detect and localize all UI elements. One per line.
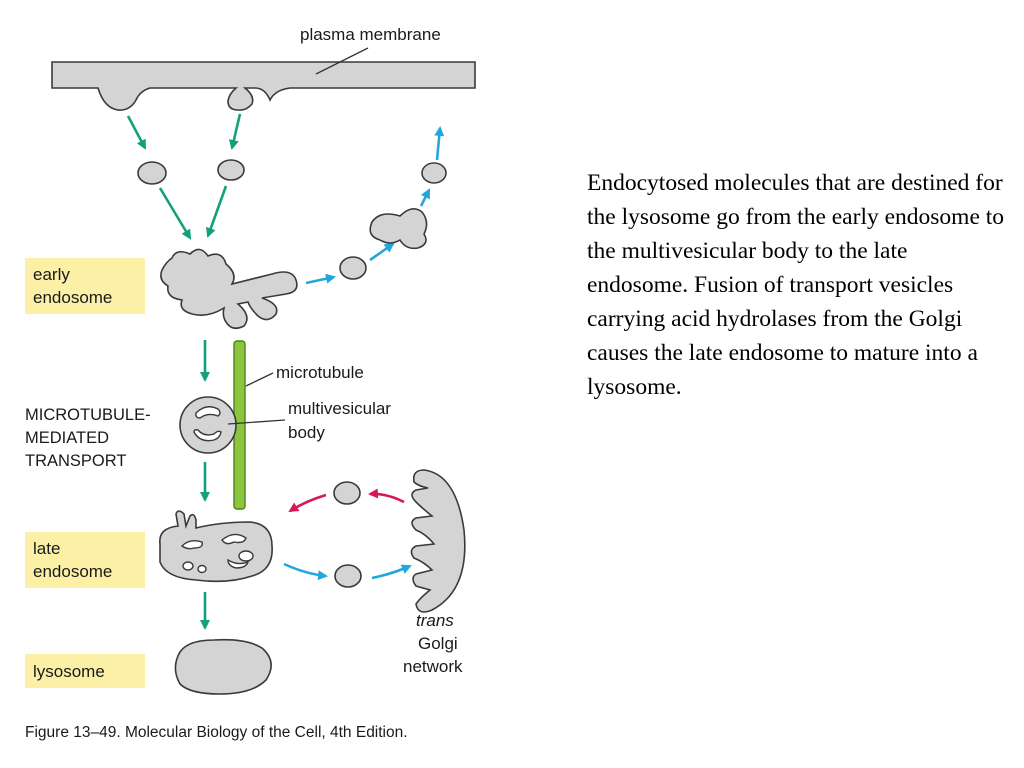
lysosome-label: lysosome [33,662,105,681]
golgi-label-line2: Golgi [418,634,458,653]
endocytic-vesicle-1 [137,161,167,185]
mt-transport-label-line1: MICROTUBULE- [25,406,151,424]
plasma-membrane-label: plasma membrane [300,25,441,44]
recycling-endosome [369,208,428,250]
mt-transport-label-line3: TRANSPORT [25,452,126,470]
recycling-arrow-1 [305,273,336,285]
recycling-arrow-3 [419,188,431,207]
endocytosis-arrow-2 [228,113,242,150]
mvb-leader [227,419,286,425]
endocytosis-arrow-4 [206,185,228,238]
early-endosome-label-line2: endosome [33,288,112,307]
endocytosis-arrow-3 [158,187,192,240]
trans-golgi-network [410,469,466,613]
endocytosis-arrow-1 [126,115,147,150]
lysosome-label-highlight [25,654,145,688]
microtubule-leader [245,372,274,387]
recycling-vesicle-1 [339,256,367,280]
hydrolase-arrow-1 [283,562,328,581]
recycling-vesicle-2 [421,162,447,184]
late-endosome-label-line1: late [33,539,60,558]
mt-transport-label-line2: MEDIATED [25,429,109,447]
microtubule-label: microtubule [276,363,364,382]
description-text: Endocytosed molecules that are destined … [587,170,1005,400]
lysosome [174,638,272,695]
late-endosome-label-highlight [25,532,145,588]
recycling-arrow-4 [434,126,445,161]
figure-caption: Figure 13–49. Molecular Biology of the C… [25,724,408,741]
multivesicular-body [179,396,237,454]
early-endosome [160,248,298,330]
mvb-label-line1: multivesicular [288,399,391,418]
endocytic-vesicle-2 [217,159,245,181]
early-endosome-label-highlight [25,258,145,314]
golgi-label-line3: network [403,657,463,676]
retrograde-arrow-2 [288,493,327,513]
hydrolase-transport-vesicle [334,564,362,588]
recycling-arrow-2 [369,242,395,262]
endocytic-pathway-diagram: plasma membrane early endosome microtubu… [25,25,476,741]
late-endosome-label-line2: endosome [33,562,112,581]
retrograde-vesicle [333,481,361,505]
retrograde-arrow-1 [368,488,405,504]
plasma-membrane-leader [315,47,369,75]
plasma-membrane [51,61,476,111]
golgi-label-line1: trans [416,611,454,630]
late-endosome [159,510,273,583]
early-endosome-label-line1: early [33,265,70,284]
hydrolase-arrow-2 [371,564,412,580]
mvb-label-line2: body [288,423,325,442]
